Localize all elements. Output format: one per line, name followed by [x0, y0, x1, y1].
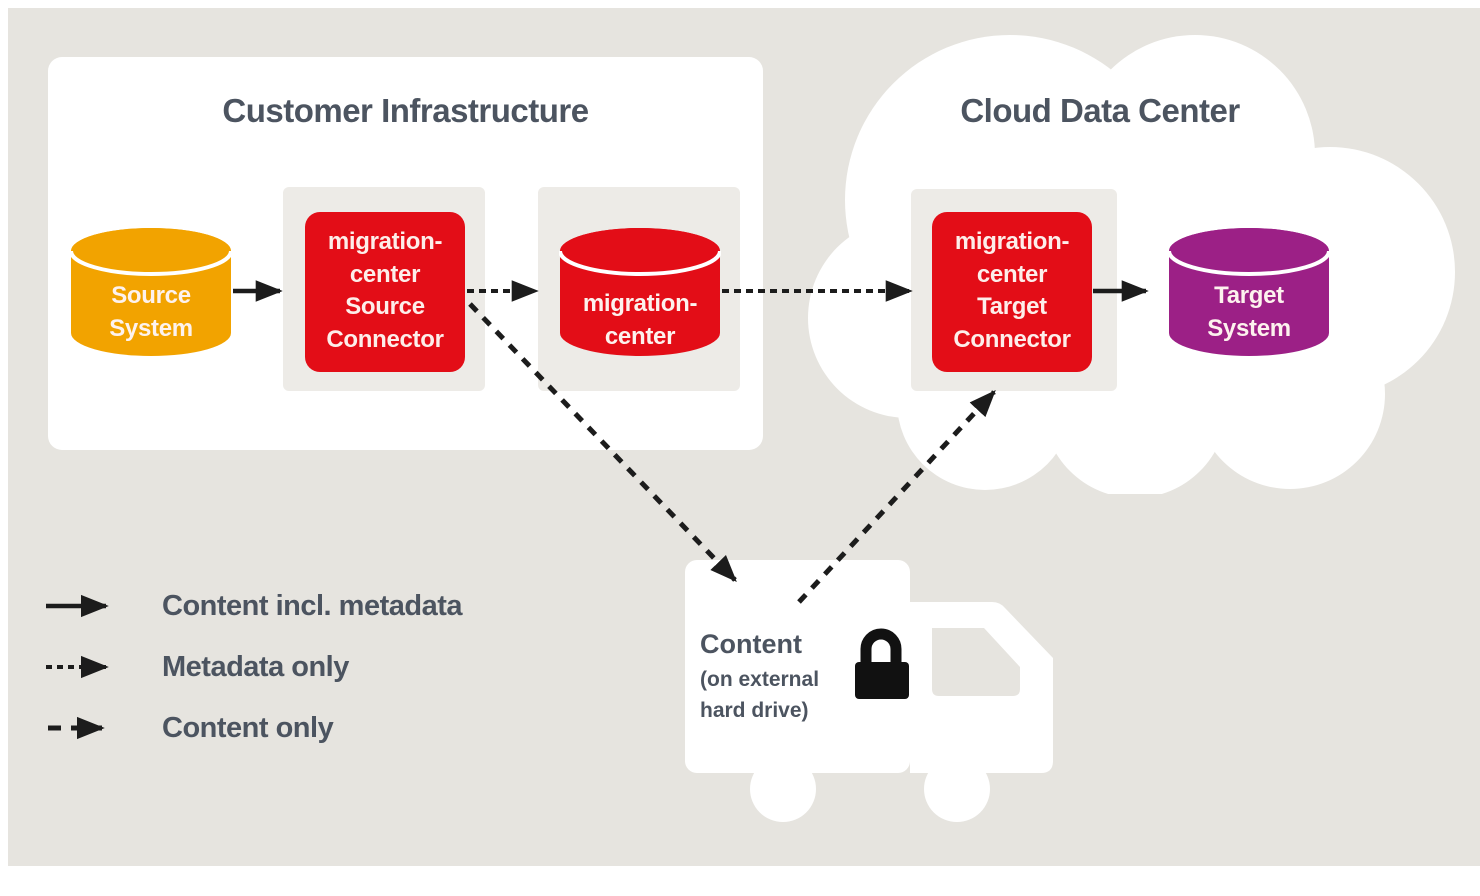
arrow-truck-to-targetconnector [797, 390, 996, 604]
migration-center-label: migration- center [582, 290, 698, 350]
padlock-icon [855, 628, 909, 699]
legend: Content incl. metadata Metadata only [44, 586, 463, 769]
legend-label: Content only [162, 711, 334, 744]
truck-content-sublabel: (on external hard drive) [700, 668, 820, 722]
source-system-label: Source System [109, 282, 193, 342]
truck-window [932, 628, 1020, 696]
legend-item-metadata-only: Metadata only [44, 647, 462, 687]
customer-infrastructure-title: Customer Infrastructure [222, 92, 589, 129]
target-system-cylinder [1168, 228, 1330, 356]
legend-item-content-only: Content only [44, 708, 462, 748]
cloud-data-center-title: Cloud Data Center [960, 92, 1240, 129]
truck-content-label: Content [700, 629, 802, 659]
legend-label: Metadata only [162, 650, 349, 683]
coarse-dashed-arrow-icon [48, 716, 105, 740]
solid-arrow-icon [46, 594, 109, 618]
source-connector-node: migration- center Source Connector [305, 212, 465, 372]
source-system-cylinder [70, 228, 232, 356]
target-connector-node: migration- center Target Connector [932, 212, 1092, 372]
target-system-label: Target System [1207, 282, 1291, 342]
diagram-canvas: Customer Infrastructure Cloud Data Cente… [8, 8, 1480, 866]
legend-label: Content incl. metadata [162, 589, 463, 622]
legend-item-content-incl-metadata: Content incl. metadata [44, 586, 463, 626]
fine-dashed-arrow-icon [46, 655, 109, 679]
